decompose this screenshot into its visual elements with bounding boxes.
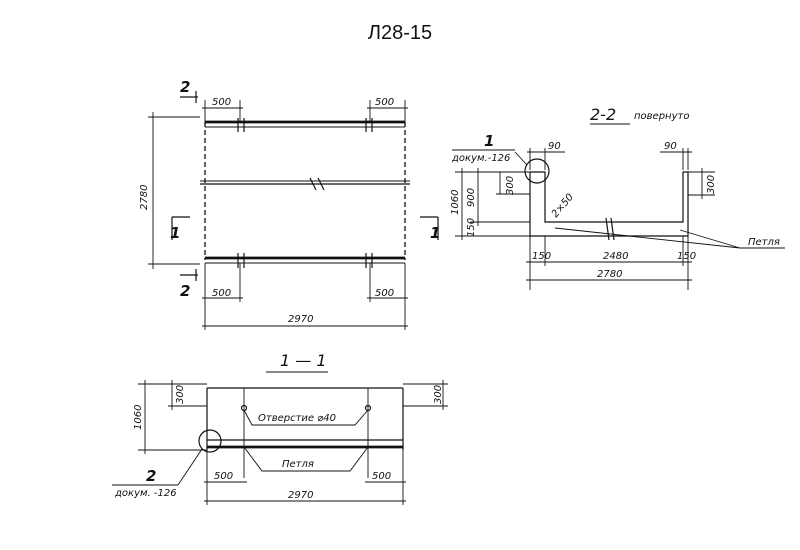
section-1-1-dim-bottom-left: 500	[214, 471, 233, 482]
plan-dim-bottom-left: 500	[212, 288, 231, 299]
section-1-1-hole-label: Отверстие ⌀40	[258, 413, 336, 424]
plan-dim-bottom-right: 500	[375, 288, 394, 299]
section-2-2-profile	[529, 171, 689, 237]
section-2-2-dim-bottom-mid: 2480	[603, 251, 628, 262]
s22-loop-leader-2	[679, 229, 741, 249]
section-1-1: 1 — 1 Отверстие ⌀40 Петля 2 докум. -126 …	[112, 351, 448, 505]
section-2-2-dim-left-upper: 900	[466, 188, 477, 207]
plan-dim-width: 2970	[288, 314, 313, 325]
plan-cut-1-right: 1	[430, 224, 440, 242]
section-2-2-break	[605, 217, 615, 241]
plan-cut-1-right-mark	[420, 216, 439, 240]
s11-callout-circle	[198, 429, 222, 453]
section-1-1-dim-width: 2970	[288, 490, 313, 501]
section-1-1-title: 1 — 1	[280, 351, 327, 370]
section-2-2-callout-leader	[514, 151, 528, 166]
s22-loop-leader-1	[554, 227, 741, 249]
plan-top-loops	[237, 118, 373, 132]
s11-callout-leader	[177, 448, 203, 486]
plan-view: 500 500 2 2 1 1 2780 500 500 2970	[139, 78, 440, 330]
section-1-1-dim-left-top: 300	[175, 385, 186, 404]
section-2-2-dim-left-lower: 150	[466, 218, 477, 237]
plan-break-mark	[309, 177, 325, 191]
section-2-2-title: 2-2	[590, 105, 616, 124]
section-2-2-callout-circle	[524, 158, 550, 184]
section-1-1-dim-right-top: 300	[433, 385, 444, 404]
section-2-2-callout-doc: докум.-126	[451, 153, 510, 164]
plan-cut-2-bottom-mark	[180, 269, 198, 281]
section-1-1-dim-height: 1060	[133, 405, 144, 430]
plan-cut-1-left: 1	[170, 224, 180, 242]
section-2-2-loop-label: Петля	[748, 237, 780, 248]
section-2-2-dim-bottom-left: 150	[532, 251, 551, 262]
section-1-1-dim-bottom-right: 500	[372, 471, 391, 482]
plan-dim-top-right: 500	[375, 97, 394, 108]
section-2-2-dim-right-side: 300	[706, 175, 717, 194]
plan-cut-2-top: 2	[180, 78, 190, 96]
section-2-2-dim-bottom-right: 150	[677, 251, 696, 262]
section-2-2-dim-left-total: 1060	[450, 190, 461, 215]
section-2-2-dim-diag: 2×50	[550, 192, 576, 220]
plan-bottom-loops	[237, 253, 373, 268]
section-2-2-dim-top-left: 90	[548, 141, 561, 152]
section-1-1-loop-label: Петля	[282, 459, 314, 470]
plan-cut-2-bottom: 2	[180, 282, 190, 300]
section-2-2-callout-number: 1	[484, 132, 494, 150]
s11-loop-leader	[243, 446, 369, 472]
plan-cut-2-top-mark	[180, 91, 198, 103]
section-2-2-dim-top-right: 90	[664, 141, 677, 152]
plan-dim-height: 2780	[139, 185, 150, 210]
plan-dim-top-left: 500	[212, 97, 231, 108]
section-1-1-callout-doc: докум. -126	[114, 488, 177, 499]
section-2-2: 2-2 повернуто 1 докум.-126 90 90 1060 90…	[450, 105, 785, 290]
section-2-2-dim-overall: 2780	[597, 269, 622, 280]
page-title: Л28-15	[367, 22, 433, 44]
section-2-2-dim-upper-left-side: 300	[505, 176, 516, 195]
section-2-2-note: повернуто	[634, 111, 689, 122]
s11-hole-leader	[243, 409, 369, 426]
plan-cut-1-left-mark	[171, 216, 190, 240]
section-1-1-callout-number: 2	[146, 467, 156, 485]
